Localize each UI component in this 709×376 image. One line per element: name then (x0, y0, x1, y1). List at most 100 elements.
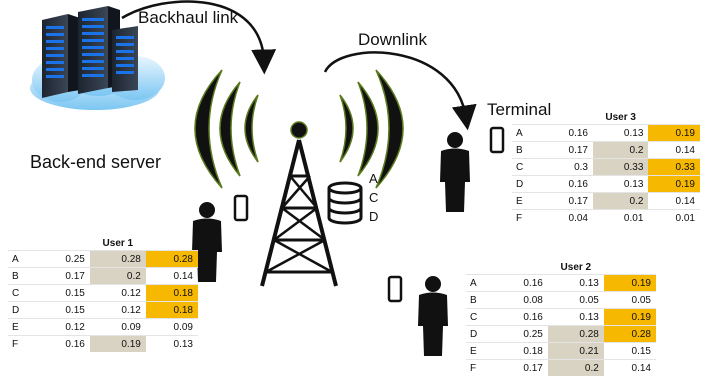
value-cell: 0.25 (496, 326, 548, 343)
value-cell: 0.04 (541, 210, 593, 227)
value-cell: 0.16 (541, 176, 593, 193)
server-rack-icon (42, 6, 138, 98)
item-label: F (466, 360, 496, 376)
value-cell: 0.33 (593, 159, 648, 176)
value-cell: 0.18 (146, 285, 198, 302)
database-icon (329, 183, 361, 223)
header-spacer (146, 236, 198, 251)
value-cell: 0.14 (604, 360, 656, 376)
cached-item-label: D (369, 209, 378, 224)
value-cell: 0.16 (541, 125, 593, 142)
value-cell: 0.16 (38, 336, 90, 353)
value-cell: 0.28 (90, 251, 146, 268)
value-cell: 0.28 (146, 251, 198, 268)
value-cell: 0.28 (548, 326, 604, 343)
value-cell: 0.13 (593, 176, 648, 193)
value-cell: 0.14 (648, 193, 700, 210)
back-end-server-label: Back-end server (30, 152, 161, 173)
value-cell: 0.3 (541, 159, 593, 176)
value-cell: 0.14 (648, 142, 700, 159)
item-label: A (466, 275, 496, 292)
value-cell: 0.15 (38, 285, 90, 302)
value-cell: 0.18 (496, 343, 548, 360)
user-title: User 2 (548, 260, 604, 275)
value-cell: 0.12 (90, 285, 146, 302)
value-cell: 0.13 (548, 309, 604, 326)
item-label: C (466, 309, 496, 326)
value-cell: 0.09 (90, 319, 146, 336)
value-cell: 0.12 (90, 302, 146, 319)
item-label: E (8, 319, 38, 336)
item-label: D (512, 176, 541, 193)
item-label: C (512, 159, 541, 176)
user-title: User 3 (593, 110, 648, 125)
item-label: B (466, 292, 496, 309)
value-cell: 0.17 (541, 142, 593, 159)
item-label: A (512, 125, 541, 142)
value-cell: 0.17 (496, 360, 548, 376)
value-cell: 0.19 (604, 275, 656, 292)
value-cell: 0.19 (648, 176, 700, 193)
value-cell: 0.19 (604, 309, 656, 326)
value-cell: 0.16 (496, 309, 548, 326)
value-cell: 0.08 (496, 292, 548, 309)
user-title: User 1 (90, 236, 146, 251)
value-cell: 0.2 (548, 360, 604, 376)
value-cell: 0.12 (38, 319, 90, 336)
value-cell: 0.28 (604, 326, 656, 343)
table-header-row: User 2 (466, 260, 656, 275)
value-cell: 0.15 (604, 343, 656, 360)
header-spacer (496, 260, 548, 275)
item-label: D (8, 302, 38, 319)
header-spacer (38, 236, 90, 251)
item-label: B (8, 268, 38, 285)
value-cell: 0.01 (593, 210, 648, 227)
value-cell: 0.05 (548, 292, 604, 309)
value-cell: 0.2 (593, 142, 648, 159)
header-spacer (466, 260, 496, 275)
value-cell: 0.16 (496, 275, 548, 292)
value-cell: 0.13 (548, 275, 604, 292)
item-label: A (8, 251, 38, 268)
value-cell: 0.2 (593, 193, 648, 210)
backhaul-link-label: Backhaul link (138, 8, 238, 28)
value-cell: 0.19 (90, 336, 146, 353)
value-cell: 0.2 (90, 268, 146, 285)
header-spacer (512, 110, 541, 125)
smartphone-icon (235, 196, 247, 220)
person-icon (440, 132, 470, 212)
table-header-row: User 3 (512, 110, 700, 125)
value-cell: 0.19 (648, 125, 700, 142)
value-cell: 0.21 (548, 343, 604, 360)
cached-item-label: A (369, 171, 378, 186)
value-cell: 0.25 (38, 251, 90, 268)
value-cell: 0.05 (604, 292, 656, 309)
value-cell: 0.09 (146, 319, 198, 336)
cached-item-label: C (369, 190, 378, 205)
person-icon (418, 276, 448, 356)
smartphone-icon (389, 277, 401, 301)
downlink-label: Downlink (358, 30, 427, 50)
value-cell: 0.13 (146, 336, 198, 353)
item-label: C (8, 285, 38, 302)
item-label: F (8, 336, 38, 353)
header-spacer (604, 260, 656, 275)
